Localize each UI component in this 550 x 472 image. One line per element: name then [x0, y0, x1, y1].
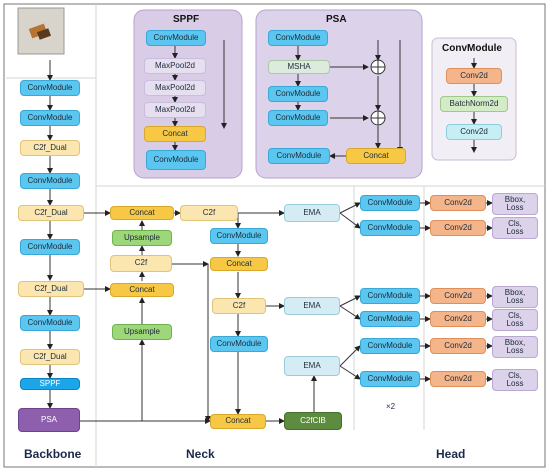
- convmodule-panel-title: ConvModule: [442, 43, 502, 54]
- neck-concat-2: Concat: [210, 257, 268, 271]
- sppf-convmodule-2: ConvModule: [146, 150, 206, 170]
- backbone-convmodule-5: ConvModule: [20, 315, 80, 331]
- head-bbox-loss-3: Bbox, Loss: [492, 336, 538, 358]
- neck-ema-2: EMA: [284, 297, 340, 315]
- head-cls-loss-3: Cls, Loss: [492, 369, 538, 391]
- head-repeat-label: ×2: [386, 402, 396, 411]
- backbone-c2f-dual-4: C2f_Dual: [20, 349, 80, 365]
- neck-upsample-1: Upsample: [112, 230, 172, 246]
- neck-c2f-1: C2f: [180, 205, 238, 221]
- convmodule-panel-batchnorm: BatchNorm2d: [440, 96, 508, 112]
- psa-convmodule-1: ConvModule: [268, 30, 328, 46]
- psa-panel-title: PSA: [326, 14, 347, 25]
- head-conv2d-5: Conv2d: [430, 338, 486, 354]
- head-convmodule-6: ConvModule: [360, 371, 420, 387]
- head-conv2d-3: Conv2d: [430, 288, 486, 304]
- neck-ema-1: EMA: [284, 204, 340, 222]
- sppf-maxpool-2: MaxPool2d: [144, 80, 206, 96]
- neck-convmodule-1: ConvModule: [210, 228, 268, 244]
- section-label-head: Head: [436, 447, 466, 461]
- backbone-convmodule-4: ConvModule: [20, 239, 80, 255]
- psa-convmodule-3: ConvModule: [268, 110, 328, 126]
- backbone-convmodule-2: ConvModule: [20, 110, 80, 126]
- head-conv2d-6: Conv2d: [430, 371, 486, 387]
- head-bbox-loss-1: Bbox, Loss: [492, 193, 538, 215]
- head-conv2d-2: Conv2d: [430, 220, 486, 236]
- neck-c2f-3: C2f: [212, 298, 266, 314]
- backbone-c2f-dual-3: C2f_Dual: [18, 281, 84, 297]
- backbone-convmodule-3: ConvModule: [20, 173, 80, 189]
- backbone-psa: PSA: [18, 408, 80, 432]
- neck-upsample-2: Upsample: [112, 324, 172, 340]
- backbone-c2f-dual-1: C2f_Dual: [20, 140, 80, 156]
- neck-c2fcib: C2fCIB: [284, 412, 342, 430]
- head-conv2d-1: Conv2d: [430, 195, 486, 211]
- sppf-concat: Concat: [144, 126, 206, 142]
- head-convmodule-2: ConvModule: [360, 220, 420, 236]
- psa-mhsa: MSHA: [268, 60, 330, 74]
- sppf-panel-title: SPPF: [173, 14, 200, 25]
- head-convmodule-5: ConvModule: [360, 338, 420, 354]
- head-convmodule-3: ConvModule: [360, 288, 420, 304]
- sppf-maxpool-1: MaxPool2d: [144, 58, 206, 74]
- neck-concat-4: Concat: [210, 414, 266, 429]
- head-conv2d-4: Conv2d: [430, 311, 486, 327]
- backbone-c2f-dual-2: C2f_Dual: [18, 205, 84, 221]
- backbone-sppf: SPPF: [20, 378, 80, 390]
- section-label-neck: Neck: [186, 447, 215, 461]
- head-bbox-loss-2: Bbox, Loss: [492, 286, 538, 308]
- head-cls-loss-1: Cls, Loss: [492, 217, 538, 239]
- convmodule-panel-conv2d-2: Conv2d: [446, 124, 502, 140]
- head-convmodule-4: ConvModule: [360, 311, 420, 327]
- psa-concat: Concat: [346, 148, 406, 164]
- sppf-convmodule-1: ConvModule: [146, 30, 206, 46]
- neck-c2f-2: C2f: [110, 255, 172, 272]
- convmodule-panel-conv2d-1: Conv2d: [446, 68, 502, 84]
- psa-convmodule-4: ConvModule: [268, 148, 330, 164]
- neck-convmodule-2: ConvModule: [210, 336, 268, 352]
- sppf-maxpool-3: MaxPool2d: [144, 102, 206, 118]
- backbone-convmodule-1: ConvModule: [20, 80, 80, 96]
- neck-concat-1: Concat: [110, 206, 174, 220]
- neck-ema-3: EMA: [284, 356, 340, 376]
- section-label-backbone: Backbone: [24, 447, 82, 461]
- head-cls-loss-2: Cls, Loss: [492, 309, 538, 331]
- head-convmodule-1: ConvModule: [360, 195, 420, 211]
- psa-convmodule-2: ConvModule: [268, 86, 328, 102]
- neck-concat-3: Concat: [110, 283, 174, 297]
- input-image: [17, 7, 65, 55]
